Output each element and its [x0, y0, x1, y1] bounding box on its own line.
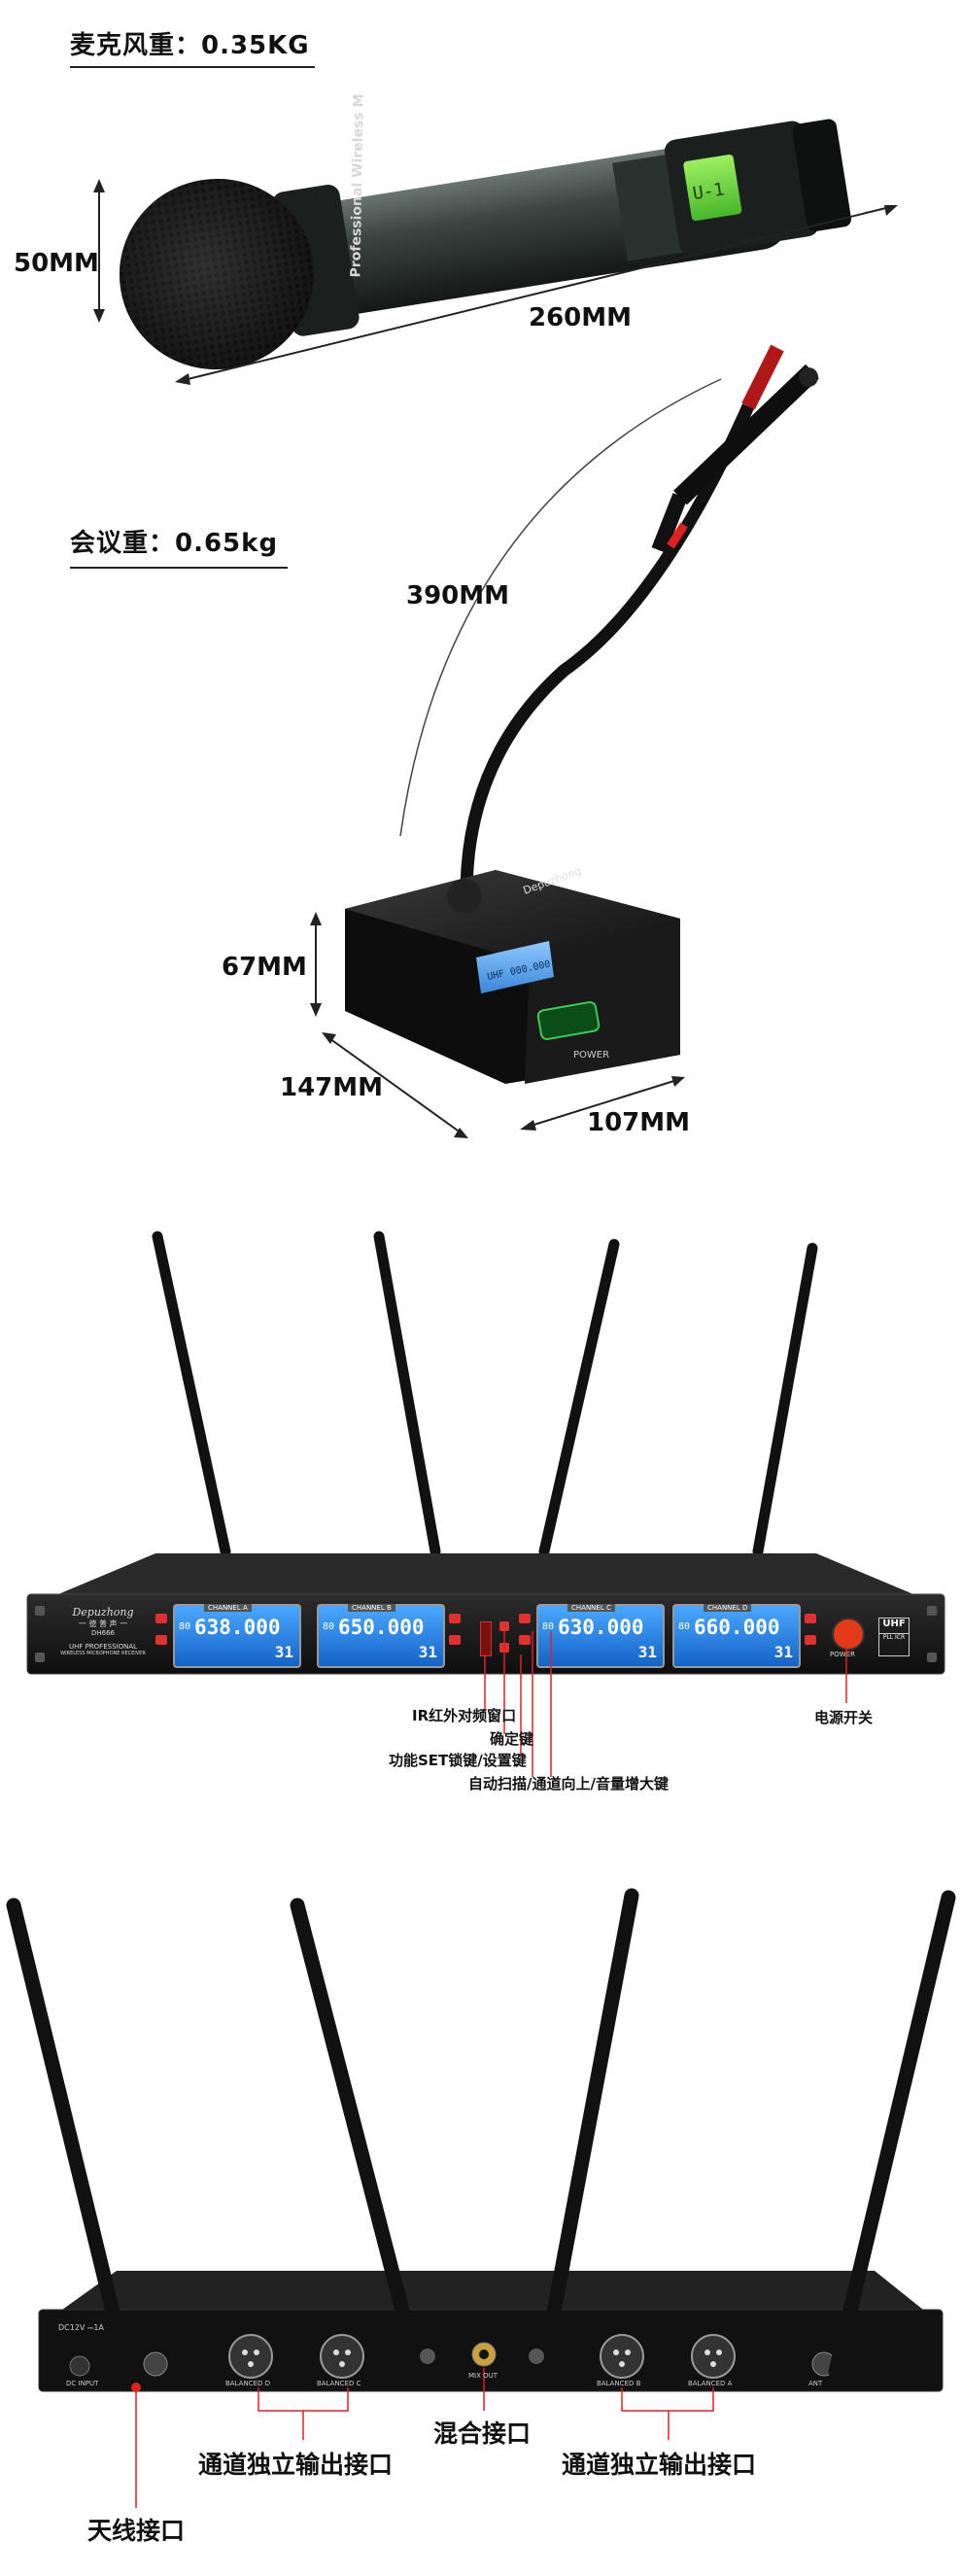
channel-c-name: CHANNEL C — [567, 1604, 615, 1612]
callout-mix: 混合接口 — [433, 2419, 532, 2448]
channel-c-lcd: CHANNEL C 80 630.000 31 — [536, 1604, 665, 1668]
channel-b-ch: 31 — [418, 1643, 437, 1661]
power-text: POWER — [830, 1651, 855, 1658]
channel-d-up-button[interactable] — [805, 1614, 816, 1623]
channel-b: CHANNEL B 80 650.000 31 — [317, 1604, 461, 1668]
receiver-model: DH666 — [90, 1629, 115, 1637]
front-callout-lines — [484, 1631, 847, 1777]
receiver-brand-cn: 一 徳 普 声 一 — [78, 1619, 128, 1628]
receiver-subtitle-2: WIRELESS MICROPHONE RECEIVER — [60, 1651, 146, 1656]
balanced-b: BALANCED B — [597, 2380, 641, 2387]
channel-b-freq: 650.000 — [338, 1616, 425, 1639]
channel-d-down-button[interactable] — [805, 1635, 816, 1645]
channel-a-name: CHANNEL A — [204, 1604, 252, 1612]
channel-d-num: 80 — [678, 1621, 691, 1632]
channel-d-buttons — [805, 1614, 816, 1645]
power-button[interactable] — [832, 1618, 865, 1651]
callout-antenna: 天线接口 — [87, 2517, 186, 2545]
channel-c-buttons — [519, 1614, 531, 1645]
channel-d-lcd: CHANNEL D 80 660.000 31 — [672, 1604, 801, 1668]
channel-a-num: 80 — [179, 1621, 191, 1632]
channel-d-ch: 31 — [773, 1643, 793, 1661]
conference-height-label: 67MM — [222, 953, 307, 982]
conference-width-label: 107MM — [587, 1108, 691, 1137]
ant-text: ANT — [808, 2380, 823, 2387]
channel-a-down-button[interactable] — [155, 1635, 167, 1645]
handheld-lcd-text: U-1 — [691, 179, 725, 204]
balanced-a: BALANCED A — [688, 2380, 733, 2387]
channel-c-up-button[interactable] — [519, 1614, 531, 1623]
handheld-height-label: 50MM — [14, 249, 99, 278]
callout-power: 电源开关 — [814, 1709, 874, 1726]
receiver-brand-block: Depuzhong 一 徳 普 声 一 DH666 UHF PROFESSION… — [54, 1606, 152, 1656]
channel-b-lcd: CHANNEL B 80 650.000 31 — [317, 1604, 445, 1668]
handheld-weight-title: 麦克风重：0.35KG — [70, 31, 310, 60]
channel-a-freq: 638.000 — [194, 1616, 281, 1639]
callout-confirm: 确定键 — [490, 1730, 534, 1748]
channel-a-lcd: CHANNEL A 80 638.000 31 — [173, 1604, 301, 1668]
handheld-title-underline — [70, 66, 315, 68]
conference-power-button[interactable] — [536, 1000, 601, 1041]
channel-c-down-button[interactable] — [519, 1635, 531, 1645]
channel-a-ch: 31 — [274, 1643, 293, 1661]
handheld-length-label: 260MM — [529, 303, 633, 332]
channel-d: CHANNEL D 80 660.000 31 — [672, 1604, 816, 1668]
conference-illustration: UHF 000.000 Depuzhong POWER — [310, 344, 819, 1138]
ir-window — [480, 1621, 492, 1656]
dc-input-text: DC INPUT — [66, 2380, 99, 2387]
callout-ir: IR红外对频窗口 — [412, 1707, 517, 1724]
balanced-d: BALANCED D — [225, 2380, 270, 2387]
callout-output-left: 通道独立输出接口 — [198, 2451, 394, 2479]
channel-b-name: CHANNEL B — [348, 1604, 395, 1612]
conference-power-text: POWER — [573, 1050, 609, 1061]
conference-gooseneck-label: 390MM — [406, 581, 510, 610]
dc-text: DC12V ⎓1A — [58, 2323, 104, 2332]
receiver-subtitle-1: UHF PROFESSIONAL — [68, 1643, 138, 1651]
channel-a-buttons — [155, 1614, 167, 1645]
channel-d-freq: 660.000 — [694, 1616, 780, 1639]
channel-c-freq: 630.000 — [558, 1616, 644, 1639]
channel-c-num: 80 — [542, 1621, 555, 1632]
handheld-illustration: U-1 Professional Wireless M — [93, 93, 898, 385]
uhf-badge-sub: PLL ICR — [879, 1633, 909, 1641]
callout-output-right: 通道独立输出接口 — [562, 2451, 757, 2479]
uhf-badge: UHF PLL ICR — [878, 1618, 910, 1656]
channel-b-buttons — [449, 1614, 461, 1645]
balanced-c: BALANCED C — [317, 2380, 361, 2387]
mix-out-text: MIX OUT — [468, 2372, 498, 2380]
channel-b-num: 80 — [323, 1621, 335, 1632]
callout-set: 功能SET锁键/设置键 — [389, 1752, 527, 1769]
channel-b-down-button[interactable] — [449, 1635, 461, 1645]
channel-a: CHANNEL A 80 638.000 31 — [155, 1604, 301, 1668]
handheld-body-text: Professional Wireless M — [348, 93, 366, 277]
receiver-brand: Depuzhong — [72, 1606, 134, 1619]
uhf-badge-text: UHF — [882, 1619, 906, 1629]
channel-c: CHANNEL C 80 630.000 31 — [519, 1604, 665, 1668]
callout-scan: 自动扫描/通道向上/音量增大键 — [468, 1775, 669, 1793]
conference-title-underline — [70, 567, 288, 569]
conference-depth-label: 147MM — [280, 1073, 384, 1102]
channel-c-ch: 31 — [637, 1643, 657, 1661]
channel-a-up-button[interactable] — [155, 1614, 167, 1623]
conference-weight-title: 会议重：0.65kg — [70, 529, 279, 558]
channel-b-up-button[interactable] — [449, 1614, 461, 1623]
channel-d-name: CHANNEL D — [704, 1604, 752, 1612]
confirm-button[interactable] — [499, 1621, 509, 1631]
